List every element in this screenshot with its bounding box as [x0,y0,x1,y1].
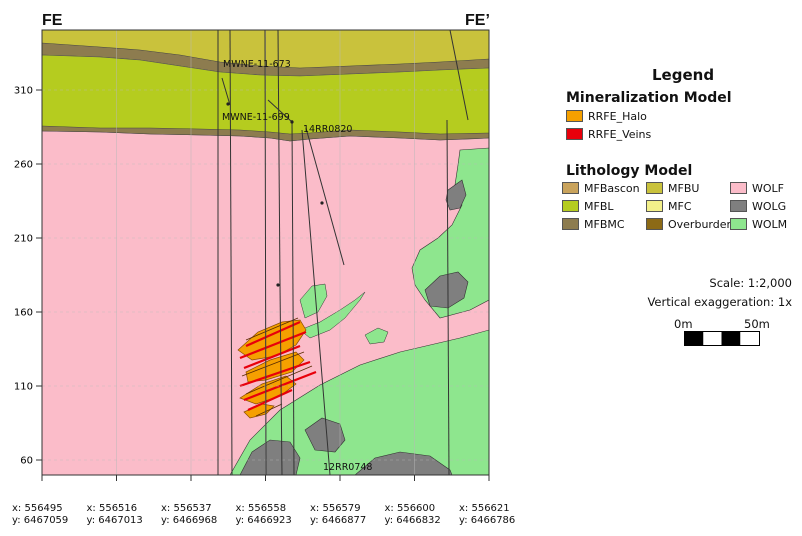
legend-swatch [562,218,579,230]
mineralization-veins [239,320,317,412]
legend-swatch [646,200,663,212]
legend-label: WOLF [752,181,784,195]
y-tick-label: 310 [14,86,33,97]
northing-label: y: 6466786 [459,515,516,526]
legend-label: WOLG [752,199,787,213]
easting-tick-marks [41,475,490,481]
drillhole-label-14rr0820: 14RR0820 [303,124,352,135]
legend-item-mfbl: MFBL [562,199,614,213]
mineralization-model-title: Mineralization Model [566,90,732,106]
legend-title: Legend [652,66,715,84]
unit-wolg-north [445,179,467,211]
drillhole-collars [226,102,324,287]
y-tick-label: 260 [14,160,33,171]
legend-swatch [646,218,663,230]
legend-item-wolm: WOLM [730,217,787,231]
legend-swatch [730,218,747,230]
unit-wolm-pod [299,283,328,319]
y-tick-label: 110 [14,382,33,393]
unit-wolg-south-1 [239,439,301,475]
drillhole-label-mwne-11-699: MWNE-11-699 [222,112,290,123]
legend-swatch [730,200,747,212]
unit-wolg-south-3 [354,451,453,475]
easting-label: x: 556516 [86,503,138,514]
northing-label: y: 6467013 [86,515,143,526]
unit-wolg-east [424,271,469,309]
unit-wolm-south [229,329,489,475]
scale-text: Scale: 1:2,000 [709,276,792,290]
legend-label: RRFE_Veins [588,127,652,141]
legend-swatch [562,182,579,194]
legend-item-mfbascon: MFBascon [562,181,640,195]
northing-label: y: 6466923 [235,515,292,526]
drillhole-label-mwne-11-673: MWNE-11-673 [223,59,291,70]
easting-label: x: 556579 [310,503,361,514]
legend-item-mfbu: MFBU [646,181,699,195]
elevation-axis: 310 260 210 160 110 60 [14,86,42,467]
legend-item-mfbmc: MFBMC [562,217,625,231]
legend-swatch [646,182,663,194]
legend-label: MFC [668,199,692,213]
legend-label: MFBU [668,181,700,195]
northing-label: y: 6466877 [310,515,367,526]
legend-item-rrfe-veins: RRFE_Veins [566,127,651,141]
legend-label: RRFE_Halo [588,109,647,123]
legend-swatch [730,182,747,194]
section-end-label: FE’ [465,12,490,29]
legend-label: WOLM [752,217,788,231]
drillhole-label-12rr0748: 12RR0748 [323,462,372,473]
legend-swatch [566,128,583,140]
lithology-model-title: Lithology Model [566,163,693,179]
section-start-label: FE [42,12,63,29]
easting-label: x: 556558 [235,503,287,514]
y-tick-label: 210 [14,234,33,245]
legend-label: MFBL [584,199,614,213]
legend-item-overburden: Overburden [646,217,733,231]
legend-item-mfc: MFC [646,199,692,213]
y-tick-label: 60 [20,456,33,467]
easting-label: x: 556537 [161,503,212,514]
easting-label: x: 556495 [12,503,63,514]
scale-bar-end-label: 50m [744,317,770,331]
northing-label: y: 6467059 [12,515,69,526]
northing-label: y: 6466832 [384,515,441,526]
scale-bar-start-label: 0m [674,317,693,331]
y-tick-label: 160 [14,308,33,319]
unit-wolg-south-2 [304,417,346,453]
legend-item-wolg: WOLG [730,199,786,213]
easting-label: x: 556600 [384,503,436,514]
easting-label: x: 556621 [459,503,510,514]
legend-label: Overburden [668,217,734,231]
legend-label: MFBMC [584,217,625,231]
northing-label: y: 6466968 [161,515,218,526]
legend-label: MFBascon [584,181,640,195]
drillhole-traces [217,30,469,475]
unit-wolm-small [364,327,389,345]
scale-bar [684,331,760,346]
legend-item-wolf: WOLF [730,181,784,195]
legend-swatch [562,200,579,212]
legend-item-rrfe-halo: RRFE_Halo [566,109,647,123]
unit-wolm-lens [299,291,366,339]
legend-swatch [566,110,583,122]
vertical-exaggeration-text: Vertical exaggeration: 1x [647,295,792,309]
